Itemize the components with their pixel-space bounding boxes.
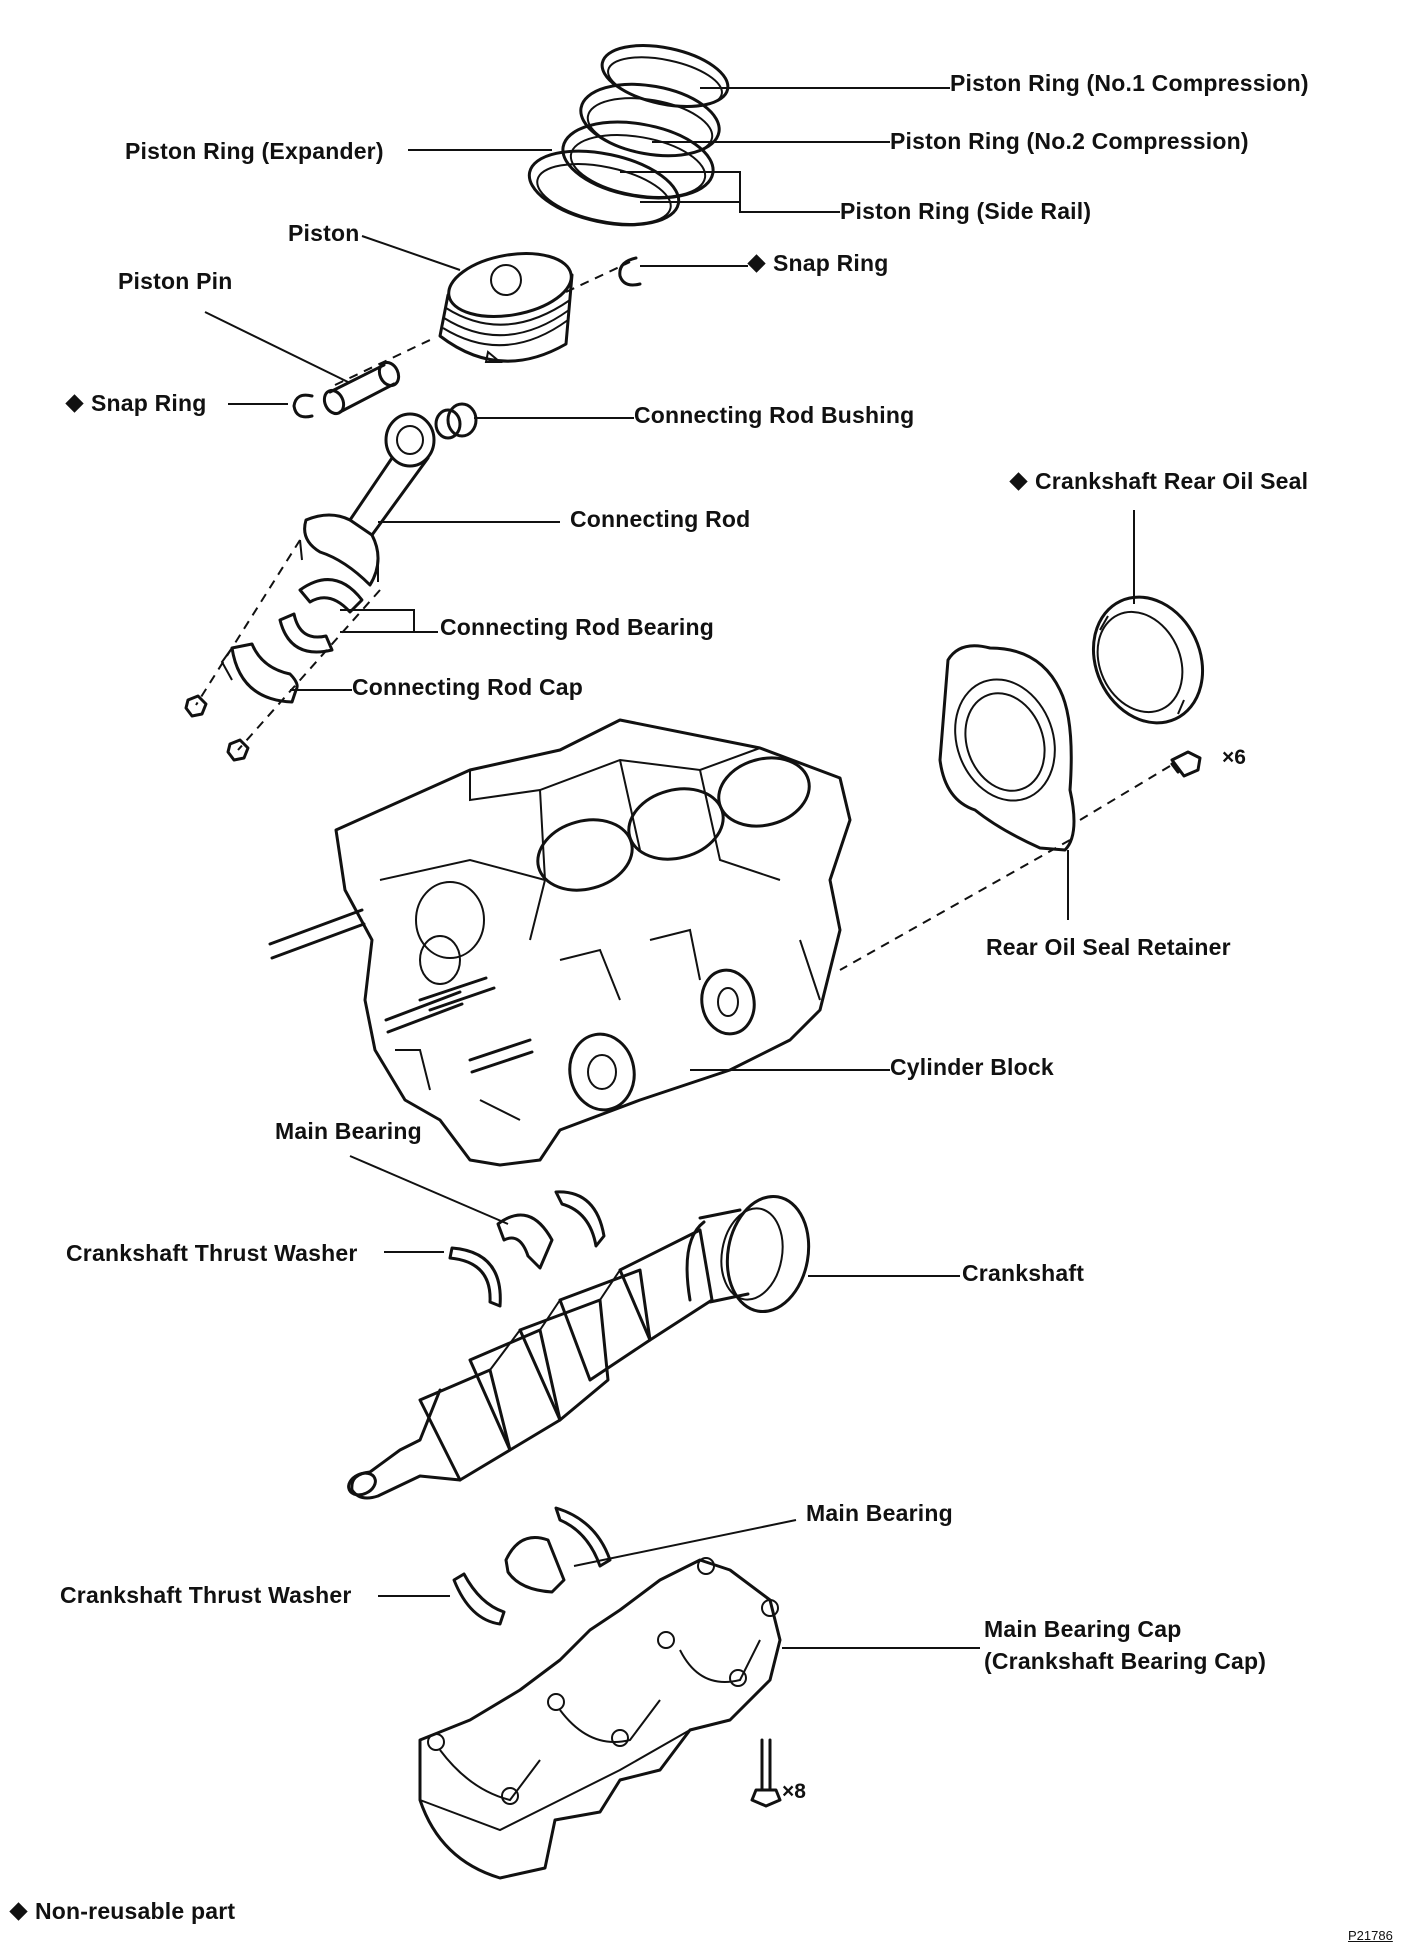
- label-thrust-washer-lower: Crankshaft Thrust Washer: [60, 1582, 352, 1608]
- rod-nuts: [184, 694, 250, 762]
- label-snap-ring-right-text: Snap Ring: [773, 250, 889, 276]
- thrust-washer-lower-part: [452, 1572, 506, 1626]
- label-rear-oil-seal: Crankshaft Rear Oil Seal: [1009, 468, 1309, 494]
- label-main-bearing-cap-2: (Crankshaft Bearing Cap): [984, 1648, 1267, 1674]
- label-rod-bearing: Connecting Rod Bearing: [440, 614, 715, 640]
- label-cylinder-block: Cylinder Block: [890, 1054, 1054, 1080]
- label-piston-ring-no2: Piston Ring (No.2 Compression): [890, 128, 1249, 154]
- thrust-washer-upper-part: [448, 1246, 502, 1308]
- label-piston-ring-no1: Piston Ring (No.1 Compression): [950, 70, 1309, 96]
- piston: [438, 252, 574, 363]
- rod-bolt-axis: [195, 539, 381, 751]
- label-rod-bushing: Connecting Rod Bushing: [634, 402, 915, 428]
- cylinder-block: [268, 718, 852, 1167]
- piston-ring-no2: [579, 82, 721, 158]
- label-rod-cap: Connecting Rod Cap: [352, 674, 584, 700]
- figure-id: P21786: [1348, 1928, 1393, 1943]
- oil-seal-retainer: [938, 644, 1076, 852]
- piston-pin: [322, 360, 401, 416]
- connecting-rod: [299, 412, 436, 587]
- label-piston-ring-side-rail: Piston Ring (Side Rail): [840, 198, 1092, 224]
- non-reusable-mark-icon: [1009, 472, 1028, 492]
- piston-ring-expander: [561, 120, 715, 200]
- main-bearing-lower-parts: [504, 1506, 612, 1594]
- rod-bearings: [278, 578, 364, 654]
- non-reusable-mark-icon: [9, 1902, 28, 1922]
- label-snap-ring-left-text: Snap Ring: [91, 390, 207, 416]
- label-main-bearing-cap-1: Main Bearing Cap: [984, 1616, 1182, 1642]
- cap-bolt: [750, 1738, 782, 1808]
- legend-non-reusable: Non-reusable part: [9, 1898, 236, 1924]
- label-rear-oil-seal-text: Crankshaft Rear Oil Seal: [1035, 468, 1309, 494]
- piston-ring-no1: [600, 44, 730, 108]
- label-snap-ring-left: Snap Ring: [65, 390, 207, 416]
- label-piston-pin: Piston Pin: [118, 268, 233, 294]
- crankshaft-part: [347, 1194, 811, 1500]
- retainer-bolt-axis: [839, 765, 1171, 971]
- label-bolts-x8: ×8: [782, 1780, 806, 1803]
- label-oil-seal-retainer: Rear Oil Seal Retainer: [986, 934, 1231, 960]
- leader-lines: [204, 87, 1135, 1649]
- label-piston-ring-expander: Piston Ring (Expander): [125, 138, 384, 164]
- main-bearing-upper-parts: [496, 1190, 606, 1270]
- label-piston: Piston: [288, 220, 360, 246]
- retainer-bolt: [1170, 750, 1202, 778]
- rod-cap: [220, 642, 299, 704]
- snap-ring-right-part: [618, 256, 642, 287]
- label-main-bearing-upper: Main Bearing: [275, 1118, 422, 1144]
- non-reusable-mark-icon: [747, 254, 766, 274]
- label-crankshaft: Crankshaft: [962, 1260, 1085, 1286]
- label-bolts-x6: ×6: [1222, 746, 1246, 769]
- piston-ring-side-rail: [527, 149, 681, 227]
- label-connecting-rod: Connecting Rod: [570, 506, 751, 532]
- snap-ring-left-part: [292, 393, 314, 419]
- label-thrust-washer-upper: Crankshaft Thrust Washer: [66, 1240, 358, 1266]
- rear-oil-seal: [1091, 595, 1205, 725]
- legend-non-reusable-text: Non-reusable part: [35, 1898, 236, 1924]
- rod-bushing: [434, 402, 478, 440]
- label-snap-ring-right: Snap Ring: [747, 250, 889, 276]
- main-bearing-cap-part: [418, 1557, 782, 1880]
- non-reusable-mark-icon: [65, 394, 84, 414]
- label-main-bearing-lower: Main Bearing: [806, 1500, 953, 1526]
